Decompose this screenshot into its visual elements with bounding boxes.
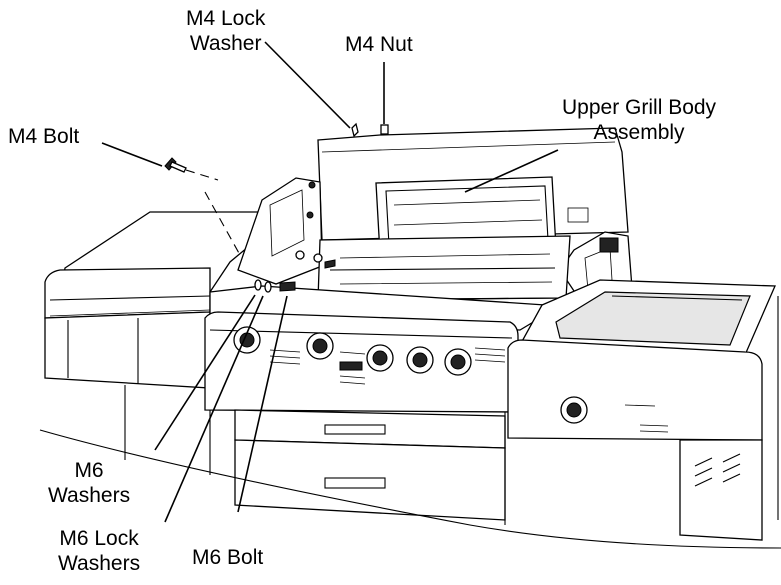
m4-bolt-label: M4 Bolt	[8, 125, 80, 148]
m4-nut-label: M4 Nut	[345, 33, 413, 56]
m6-lock-washers-line2: Washers	[58, 552, 141, 575]
upper-grill-body-line1: Upper Grill Body	[562, 96, 717, 119]
upper-grill-body-line2: Assembly	[593, 121, 685, 144]
m6-washers-label: M6 Washers	[48, 458, 130, 508]
m6-washers-line1: M6	[74, 459, 104, 482]
m4-lock-washer-line1: M4 Lock	[186, 7, 266, 30]
upper-grill-body-label: Upper Grill Body Assembly	[562, 95, 716, 145]
m4-nut-part	[380, 124, 389, 135]
m6-lock-washers-line1: M6 Lock	[59, 527, 139, 550]
m4-lock-washer-part	[351, 122, 359, 138]
floor-line	[39, 429, 781, 549]
left-side-cabinet	[44, 211, 292, 389]
grill-base	[204, 285, 563, 525]
m4-lock-washer-label: M4 Lock Washer	[186, 6, 265, 56]
m4-bolt-path	[185, 169, 241, 256]
m4-lock-washer-line2: Washer	[189, 32, 262, 55]
m6-lock-washers-label: M6 Lock Washers	[58, 526, 140, 576]
m6-hardware	[254, 279, 296, 293]
m4-bolt-part	[164, 157, 187, 173]
leader-lines	[101, 41, 559, 523]
m6-bolt-label: M6 Bolt	[192, 546, 264, 569]
upper-grill-body-assembly	[237, 127, 633, 301]
m6-washers-line2: Washers	[48, 484, 131, 507]
right-side-burner	[507, 279, 779, 541]
